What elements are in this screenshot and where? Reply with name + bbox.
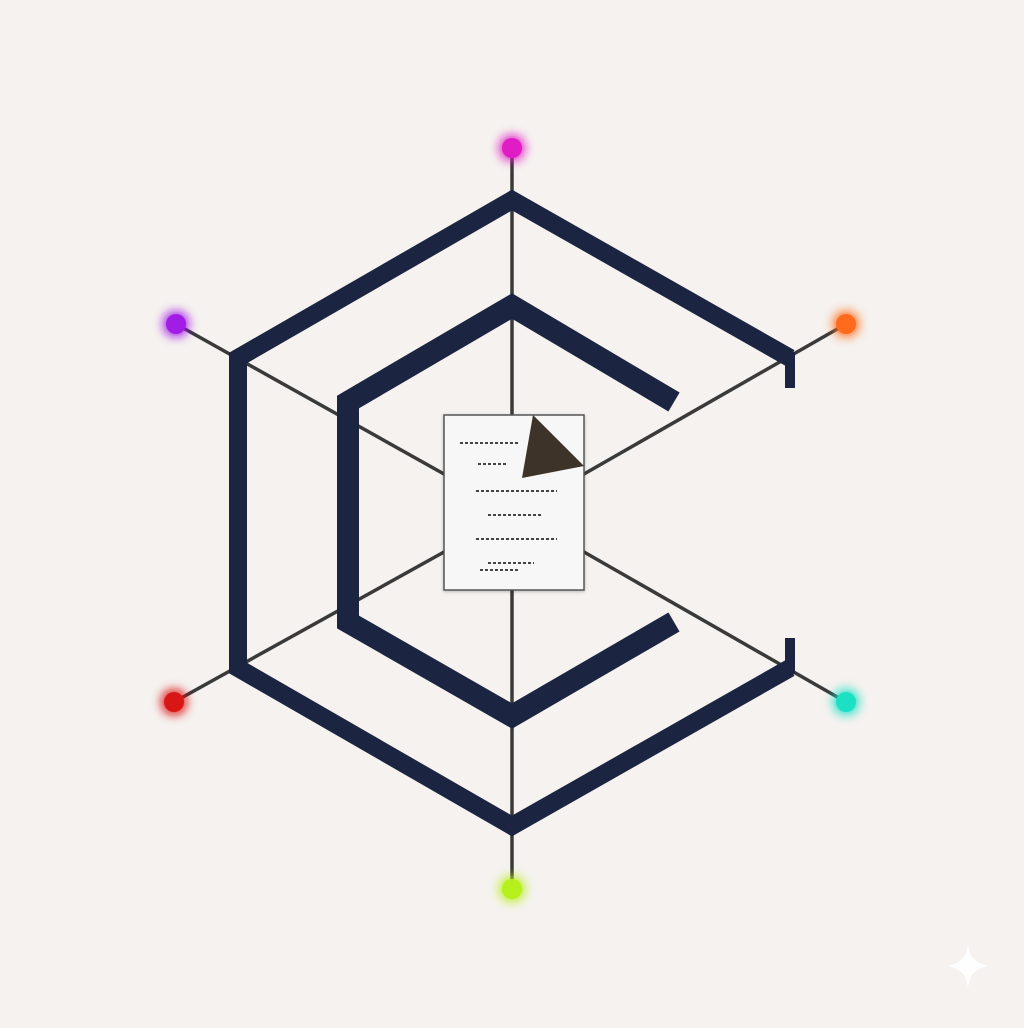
document-fold-corner — [522, 415, 584, 478]
document-text-lines — [460, 442, 557, 571]
spoke-line-upper-left — [174, 322, 446, 476]
node-upper-left — [166, 314, 186, 334]
inner-hexagon-path — [337, 293, 680, 729]
outer-hexagon-path — [229, 189, 795, 837]
document-icon — [443, 414, 585, 591]
node-upper-right — [836, 314, 856, 334]
outer-hexagon-frame — [229, 189, 795, 837]
spoke-line-upper-right — [582, 322, 848, 476]
spoke-lines — [172, 148, 848, 892]
spoke-line-lower-right — [582, 550, 848, 704]
diagram-nodes — [164, 138, 856, 899]
node-lower-left — [164, 692, 184, 712]
node-top — [502, 138, 522, 158]
inner-hexagon-frame — [337, 293, 680, 729]
spoke-line-lower-left — [172, 550, 446, 704]
sparkle-icon — [948, 944, 988, 988]
node-bottom — [502, 879, 522, 899]
node-lower-right — [836, 692, 856, 712]
